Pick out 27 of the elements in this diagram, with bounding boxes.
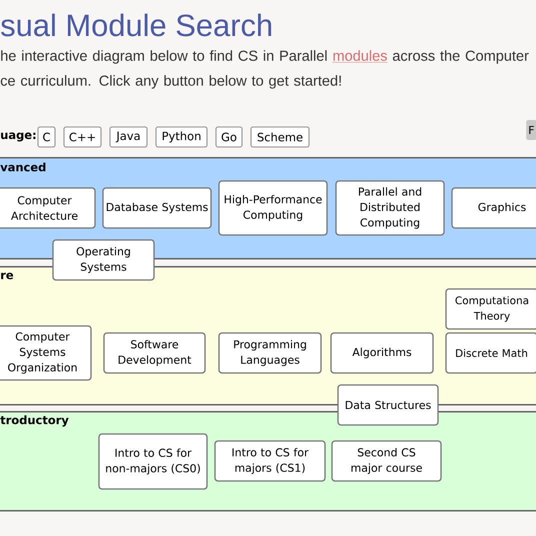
module-button: Database Systems	[102, 187, 212, 229]
module-button: Computationa Theory	[445, 288, 536, 330]
language-label: uage:	[1, 132, 36, 142]
module-button: Computer Systems Organization	[0, 325, 92, 381]
module-button: Computer Architecture	[0, 187, 96, 229]
module-button: Algorithms	[330, 332, 434, 374]
filter-button: F	[526, 120, 536, 140]
page-title: sual Module Search	[1, 14, 272, 36]
language-button: Scheme	[250, 126, 310, 148]
module-button: High-Performance Computing	[218, 180, 328, 236]
language-button: C++	[64, 126, 102, 148]
module-button: Intro to CS for majors (CS1)	[214, 440, 326, 482]
language-button: Go	[216, 126, 242, 148]
module-button: Data Structures	[337, 384, 439, 426]
language-button: Java	[110, 126, 148, 148]
module-button: Intro to CS for non-majors (CS0)	[98, 433, 208, 490]
module-button: Software Development	[103, 332, 206, 374]
link: modules	[332, 50, 388, 62]
module-button: Programming Languages	[218, 332, 322, 374]
language-button: Python	[156, 126, 208, 148]
module-button: Operating Systems	[52, 239, 155, 281]
module-button: Second CS major course	[331, 440, 442, 482]
module-button: Parallel and Distributed Computing	[335, 180, 445, 236]
intro-paragraph: he interactive diagram below to find CS in Parallel modules across the Computer ce curriculum. Click any button below to get started!	[0, 50, 529, 89]
language-button: C	[38, 126, 56, 148]
module-button: Graphics	[451, 187, 536, 229]
module-button: Discrete Math	[445, 332, 536, 374]
